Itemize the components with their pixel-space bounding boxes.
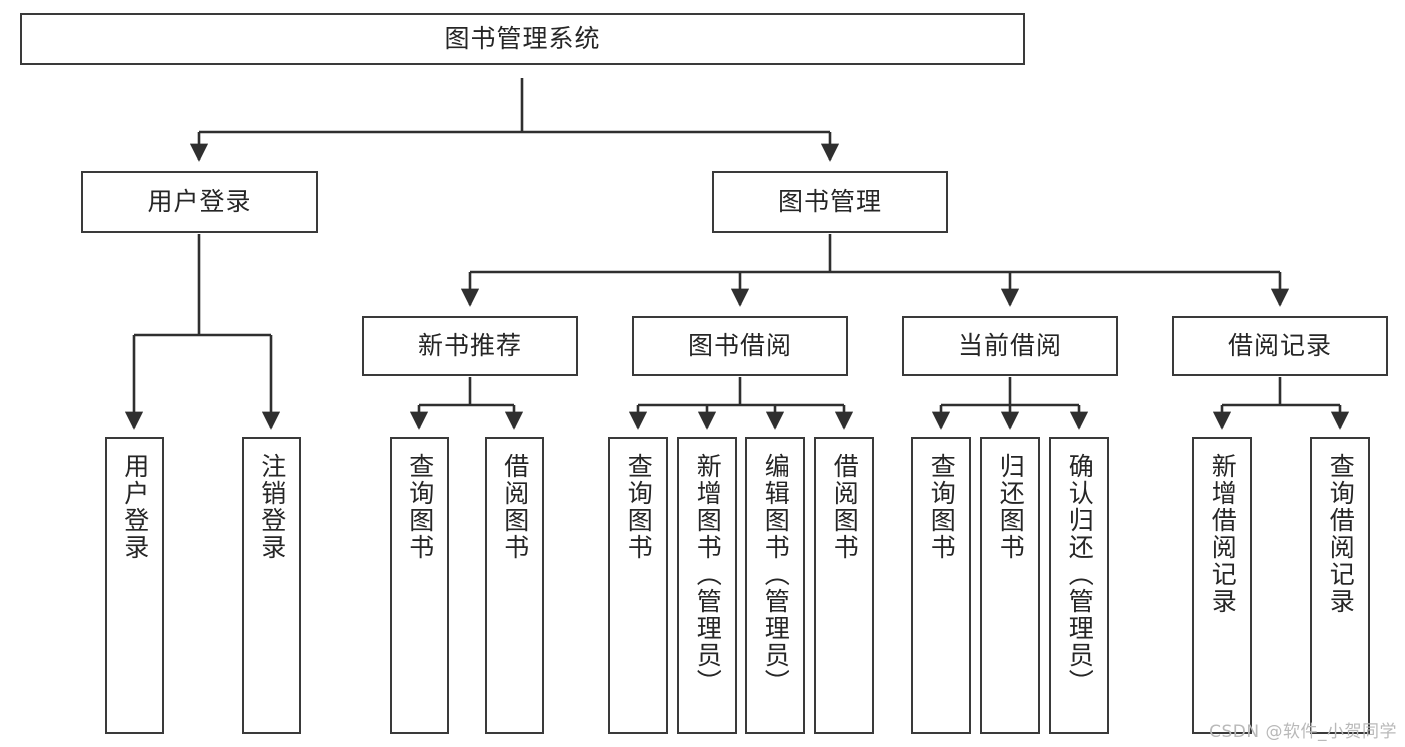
leaf-query-borrow-record[interactable]: 查询借阅记录 [1310,437,1370,734]
node-label: 借阅记录 [1227,330,1332,360]
node-label: 图书管理 [777,186,882,216]
leaf-add-book-admin[interactable]: 新增图书（管理员） [677,437,737,734]
node-new-book-recommend[interactable]: 新书推荐 [362,316,578,376]
node-label: 新增图书（管理员） [693,453,723,696]
node-label: 归还图书 [996,453,1026,561]
node-label: 借阅图书 [500,453,530,561]
node-label: 图书借阅 [687,330,792,360]
node-user-login[interactable]: 用户登录 [81,171,318,233]
node-label: 查询图书 [927,453,957,561]
node-label: 借阅图书 [830,453,860,561]
node-label: 当前借阅 [957,330,1062,360]
node-book-management[interactable]: 图书管理 [712,171,948,233]
node-label: 查询图书 [624,453,654,561]
leaf-logout-login[interactable]: 注销登录 [242,437,301,734]
leaf-query-book-borrow[interactable]: 查询图书 [608,437,668,734]
leaf-return-book[interactable]: 归还图书 [980,437,1040,734]
node-root-book-management-system[interactable]: 图书管理系统 [20,13,1025,65]
node-label: 确认归还（管理员） [1065,453,1095,696]
csdn-watermark: CSDN @软件_小贺同学 [1209,722,1397,742]
leaf-query-book-recommend[interactable]: 查询图书 [390,437,449,734]
node-book-borrow[interactable]: 图书借阅 [632,316,848,376]
node-current-borrow[interactable]: 当前借阅 [902,316,1118,376]
node-label: 新书推荐 [417,330,522,360]
leaf-user-login[interactable]: 用户登录 [105,437,164,734]
leaf-query-book-current[interactable]: 查询图书 [911,437,971,734]
leaf-borrow-book-recommend[interactable]: 借阅图书 [485,437,544,734]
leaf-borrow-book[interactable]: 借阅图书 [814,437,874,734]
node-label: 用户登录 [147,186,252,216]
node-label: 查询图书 [405,453,435,561]
leaf-edit-book-admin[interactable]: 编辑图书（管理员） [745,437,805,734]
node-label: 新增借阅记录 [1208,453,1238,615]
node-label: 图书管理系统 [444,23,601,53]
node-label: 注销登录 [257,453,287,561]
leaf-confirm-return-admin[interactable]: 确认归还（管理员） [1049,437,1109,734]
node-label: 用户登录 [120,453,150,561]
node-label: 编辑图书（管理员） [761,453,791,696]
node-label: 查询借阅记录 [1326,453,1356,615]
leaf-add-borrow-record[interactable]: 新增借阅记录 [1192,437,1252,734]
node-borrow-record[interactable]: 借阅记录 [1172,316,1388,376]
